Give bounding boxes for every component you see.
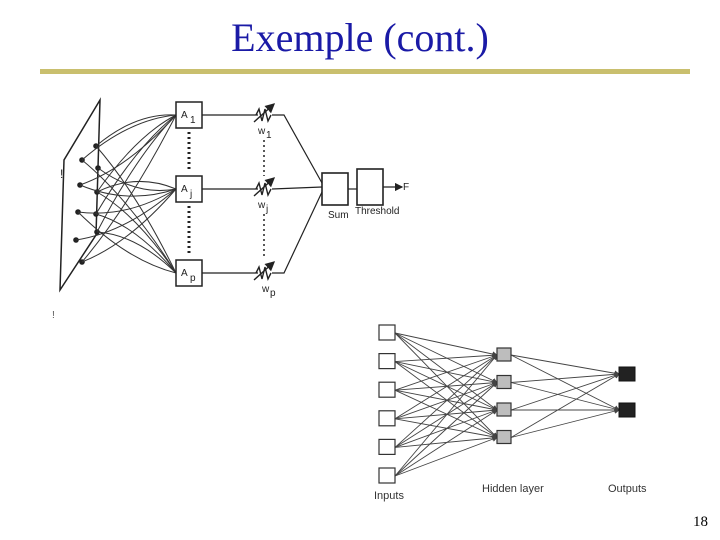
retina-link [95, 145, 177, 274]
retina-link [81, 114, 177, 263]
hidden-output-edge [510, 354, 620, 411]
input-hidden-edge [394, 332, 498, 411]
retina-link [75, 188, 177, 241]
output-node [618, 402, 636, 418]
unit-to-weight-lines [202, 114, 258, 274]
input-hidden-edge [394, 354, 498, 420]
input-hidden-edge [394, 332, 498, 357]
input-hidden-edge [394, 354, 498, 448]
input-hidden-edge [394, 332, 498, 383]
retina-link [81, 188, 177, 263]
sum-box [321, 172, 349, 206]
hidden-node [496, 374, 512, 390]
unit-j-index: j [189, 189, 192, 200]
input-hidden-edge [394, 354, 498, 477]
input-hidden-edge [394, 380, 498, 391]
unit-j-letter: A [181, 184, 188, 195]
hidden-layer-label: Hidden layer [482, 483, 544, 495]
hidden-node [496, 429, 512, 445]
retina-link [77, 211, 177, 274]
input-node [378, 324, 396, 341]
mlp-nodes [378, 324, 636, 484]
unit-p-index: p [190, 273, 196, 284]
input-hidden-edge [394, 436, 498, 477]
mlp-connections [394, 332, 620, 477]
retina-link [77, 188, 177, 214]
hidden-output-edge [510, 373, 620, 438]
threshold-label: Threshold [355, 206, 399, 217]
unit-1-letter: A [181, 110, 188, 121]
unit-1-index: 1 [190, 115, 196, 126]
input-hidden-edge [394, 418, 498, 440]
hidden-output-edge [510, 408, 620, 438]
page-number: 18 [693, 514, 708, 530]
sum-label: Sum [328, 210, 349, 221]
hidden-output-edge [510, 371, 620, 383]
input-node [378, 467, 396, 484]
input-hidden-edge [394, 361, 498, 411]
input-node [378, 410, 396, 427]
retina-link [81, 114, 177, 161]
outputs-label: Outputs [608, 483, 647, 495]
input-hidden-edge [394, 409, 498, 477]
input-hidden-edge [394, 353, 498, 391]
slide-title: Exemple (cont.) [231, 15, 489, 60]
input-hidden-edge [394, 352, 498, 363]
title-underline [40, 69, 690, 74]
weight-1-letter: w [257, 126, 266, 137]
weight-symbols [253, 103, 276, 282]
weight-to-sum-lines [271, 114, 323, 274]
weight-1-index: 1 [266, 130, 272, 141]
input-hidden-edge [394, 389, 498, 412]
weight-p-letter: w [261, 284, 270, 295]
input-hidden-edge [394, 361, 498, 439]
input-hidden-edge [394, 389, 498, 439]
hidden-output-edge [510, 354, 620, 376]
association-unit-1: A 1 [175, 101, 203, 129]
stipple-mark-2: ! [52, 310, 55, 321]
input-hidden-edge [394, 381, 498, 477]
output-node [618, 366, 636, 382]
input-node [378, 353, 396, 370]
retina-link [81, 159, 177, 274]
hidden-output-edge [510, 372, 620, 411]
input-hidden-edge [394, 435, 498, 448]
weight-p-index: p [270, 288, 276, 299]
input-hidden-edge [394, 361, 498, 385]
hidden-node [496, 402, 512, 417]
input-hidden-edge [394, 407, 498, 420]
threshold-box [356, 168, 384, 206]
unit-p-letter: A [181, 268, 188, 279]
retina-link [79, 184, 177, 197]
retina-connections [75, 114, 177, 274]
hidden-node [496, 347, 512, 362]
retina-link [96, 114, 177, 233]
retina-link [95, 114, 177, 147]
input-node [378, 381, 396, 398]
association-unit-j: A j [175, 175, 203, 203]
association-unit-p: A p [175, 259, 203, 287]
retina-link [95, 114, 177, 215]
weight-j-index: j [265, 204, 268, 215]
retina-link [96, 191, 177, 274]
retina-link [96, 181, 177, 193]
output-label: F [403, 182, 409, 193]
input-node [378, 438, 396, 455]
inputs-label: Inputs [374, 490, 404, 502]
input-hidden-edge [394, 332, 498, 439]
hidden-output-edge [510, 382, 620, 412]
stipple-mark-1: ! [60, 167, 63, 181]
weight-j-letter: w [257, 200, 266, 211]
retina-link [96, 114, 177, 193]
